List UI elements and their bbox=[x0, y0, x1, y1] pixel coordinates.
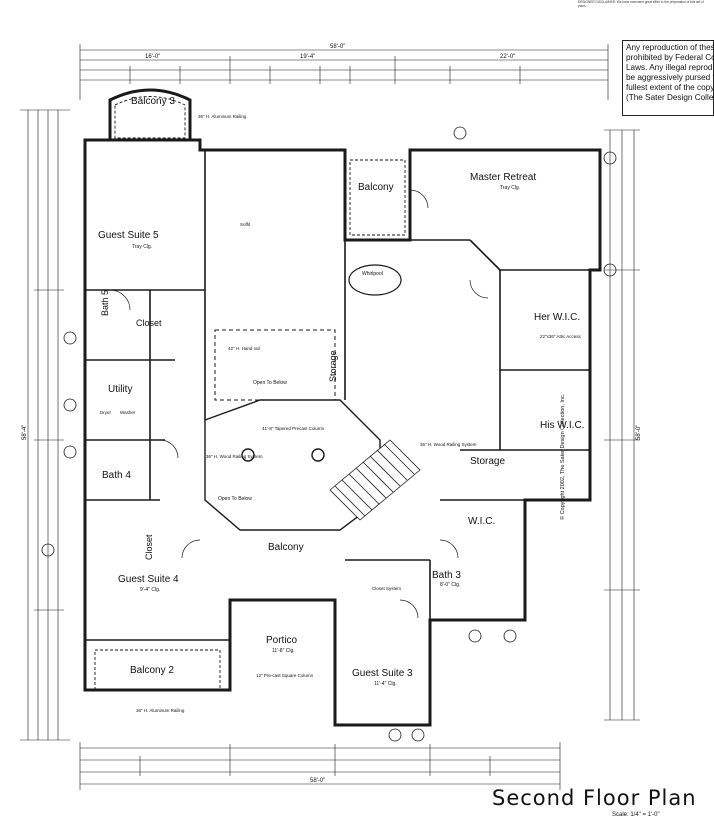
note-whirlpool: Whirlpool bbox=[362, 271, 383, 277]
room-label-balcony2: Balcony 2 bbox=[130, 665, 174, 676]
room-sub-gs3: 11'-4" Clg. bbox=[374, 681, 397, 687]
room-label-wic: W.I.C. bbox=[468, 516, 495, 527]
left-dimension-lines bbox=[20, 109, 70, 741]
staircase bbox=[329, 439, 421, 521]
notice-line: be aggressively pursed to bbox=[626, 73, 714, 82]
room-label-portico: Portico bbox=[266, 635, 298, 646]
room-label-balcony-mid: Balcony bbox=[268, 542, 304, 553]
dim-top-mid: 19'-4" bbox=[300, 54, 315, 60]
note-wood-railing-1: 36" H. Wood Railing System bbox=[206, 454, 263, 459]
note-open-to-below-1: Open To Below bbox=[253, 380, 287, 386]
copyright-line: © Copyright 2002, The Sater Design Colle… bbox=[560, 393, 566, 520]
tapered-column-left bbox=[241, 448, 255, 462]
dim-top-right: 22'-0" bbox=[500, 54, 515, 60]
interior-walls bbox=[85, 150, 590, 690]
note-railing-balcony3: 36" H. Aluminum Railing bbox=[198, 114, 247, 119]
note-open-to-below-2: Open To Below bbox=[218, 496, 252, 502]
room-label-bath4: Bath 4 bbox=[102, 470, 131, 481]
room-label-gs4: Guest Suite 4 bbox=[118, 574, 179, 585]
note-closet-system: Closet System bbox=[372, 586, 401, 591]
room-label-herwic: Her W.I.C. bbox=[534, 312, 580, 323]
note-wood-railing-2: 36" H. Wood Railing System bbox=[420, 442, 477, 447]
designer-disclaimer: DESIGNER DISCLAIMER: We have exercised g… bbox=[578, 0, 704, 8]
plan-scale: Scale: 1/4" = 1'-0" bbox=[612, 812, 660, 818]
room-label-balcony-top: Balcony bbox=[358, 182, 394, 193]
top-dimension-lines bbox=[79, 44, 609, 100]
bottom-dimension-lines bbox=[79, 742, 561, 790]
plan-title: Second Floor Plan bbox=[492, 786, 697, 810]
dim-top-overall: 58'-0" bbox=[330, 44, 345, 50]
room-sub-bath3: 8'-0" Clg. bbox=[440, 582, 460, 588]
room-label-master: Master Retreat bbox=[470, 172, 536, 183]
open-to-below-outline-upper bbox=[214, 329, 336, 401]
room-label-balcony3: Balcony 3 bbox=[131, 96, 175, 107]
room-label-closet-gs4: Closet bbox=[144, 534, 154, 560]
notice-line: Any reproduction of these bbox=[626, 43, 714, 52]
room-label-storage: Storage bbox=[328, 350, 338, 382]
room-sub-portico: 11'-8" Clg. bbox=[272, 648, 295, 654]
room-label-utility: Utility bbox=[108, 384, 132, 395]
dim-left-overall: 58'-4" bbox=[22, 425, 28, 440]
note-column: 41'-8" Tapered Precast Column bbox=[262, 426, 325, 431]
notice-line: prohibited by Federal Cop bbox=[626, 53, 714, 62]
room-label-gs5: Guest Suite 5 bbox=[98, 230, 159, 241]
notice-line: (The Sater Design Collecti bbox=[626, 93, 714, 102]
room-sub-master: Tray Clg. bbox=[500, 185, 520, 191]
balcony-railings bbox=[94, 96, 406, 691]
note-washer: Washer bbox=[120, 410, 136, 415]
dim-top-left: 16'-0" bbox=[145, 54, 160, 60]
room-label-closet: Closet bbox=[136, 318, 162, 328]
door-swings bbox=[109, 189, 489, 619]
notice-line: Laws. Any illegal reprodu bbox=[626, 63, 714, 72]
tapered-column-right bbox=[311, 448, 325, 462]
exterior-walls bbox=[83, 88, 602, 727]
note-handrail: 42" H. Hand rail bbox=[228, 346, 260, 351]
note-precast: 12" Pre-cast Square Column bbox=[256, 673, 314, 678]
note-railing-balcony2: 36" H. Aluminum Railing bbox=[136, 708, 185, 713]
grid-markers bbox=[41, 126, 617, 742]
room-label-bath5: Bath 5 bbox=[100, 290, 110, 316]
notice-line: fullest extent of the copyri bbox=[626, 83, 714, 92]
room-label-hiswic: His W.I.C. bbox=[540, 420, 584, 431]
dim-right-overall: 58'-0" bbox=[636, 425, 642, 440]
room-sub-gs4: 9'-4" Clg. bbox=[140, 587, 160, 593]
room-label-bath3: Bath 3 bbox=[432, 570, 461, 581]
room-label-gs3: Guest Suite 3 bbox=[352, 668, 413, 679]
right-dimension-lines bbox=[604, 129, 640, 721]
dim-bottom-overall: 58'-0" bbox=[310, 778, 325, 784]
note-soffit: Soffit bbox=[240, 222, 251, 227]
copyright-notice-box: Any reproduction of these prohibited by … bbox=[622, 40, 714, 116]
whirlpool-tub bbox=[348, 264, 402, 296]
note-dryer: Dryer bbox=[100, 410, 112, 415]
room-label-storage2: Storage bbox=[470, 456, 505, 467]
note-attic: 22"x36" Attic Access bbox=[540, 334, 581, 339]
room-sub-gs5: Tray Clg. bbox=[132, 244, 152, 250]
